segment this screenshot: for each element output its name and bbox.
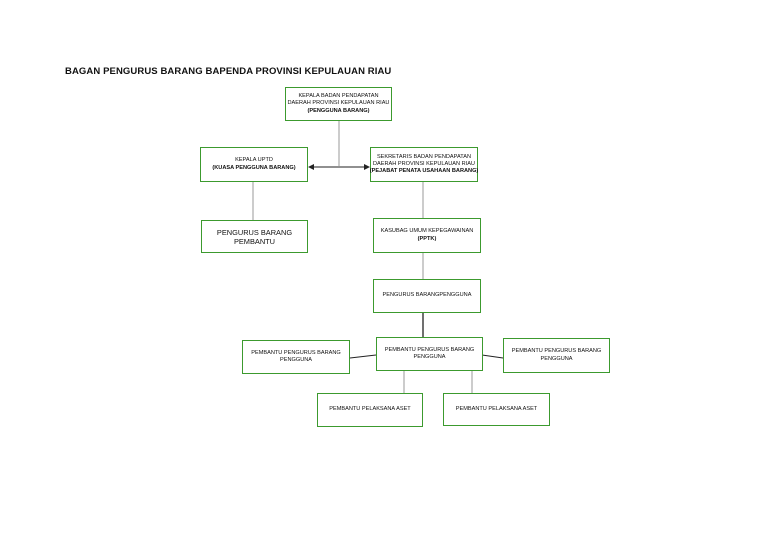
connector-center-to-right bbox=[481, 354, 504, 359]
connector-center-to-left bbox=[349, 354, 377, 359]
node-sekretaris: SEKRETARIS BADAN PENDAPATAN DAERAH PROVI… bbox=[370, 147, 478, 182]
node-pelaksana-left: PEMBANTU PELAKSANA ASET bbox=[317, 393, 423, 427]
node-pembantu-left: PEMBANTU PENGURUS BARANG PENGGUNA bbox=[242, 340, 350, 374]
node-kepala-badan: KEPALA BADAN PENDAPATAN DAERAH PROVINSI … bbox=[285, 87, 392, 121]
node-pembantu-center: PEMBANTU PENGURUS BARANG PENGGUNA bbox=[376, 337, 483, 371]
node-pengurus-pengguna: PENGURUS BARANGPENGGUNA bbox=[373, 279, 481, 313]
node-pengurus-pembantu: PENGURUS BARANG PEMBANTU bbox=[201, 220, 308, 253]
node-pelaksana-right: PEMBANTU PELAKSANA ASET bbox=[443, 393, 550, 426]
node-kepala-upt: KEPALA UPTD (KUASA PENGGUNA BARANG) bbox=[200, 147, 308, 182]
node-pembantu-right: PEMBANTU PENGURUS BARANG PENGGUNA bbox=[503, 338, 610, 373]
chart-title: BAGAN PENGURUS BARANG BAPENDA PROVINSI K… bbox=[65, 66, 392, 77]
node-kasubag: KASUBAG UMUM KEPEGAWAINAN (PPTK) bbox=[373, 218, 481, 253]
